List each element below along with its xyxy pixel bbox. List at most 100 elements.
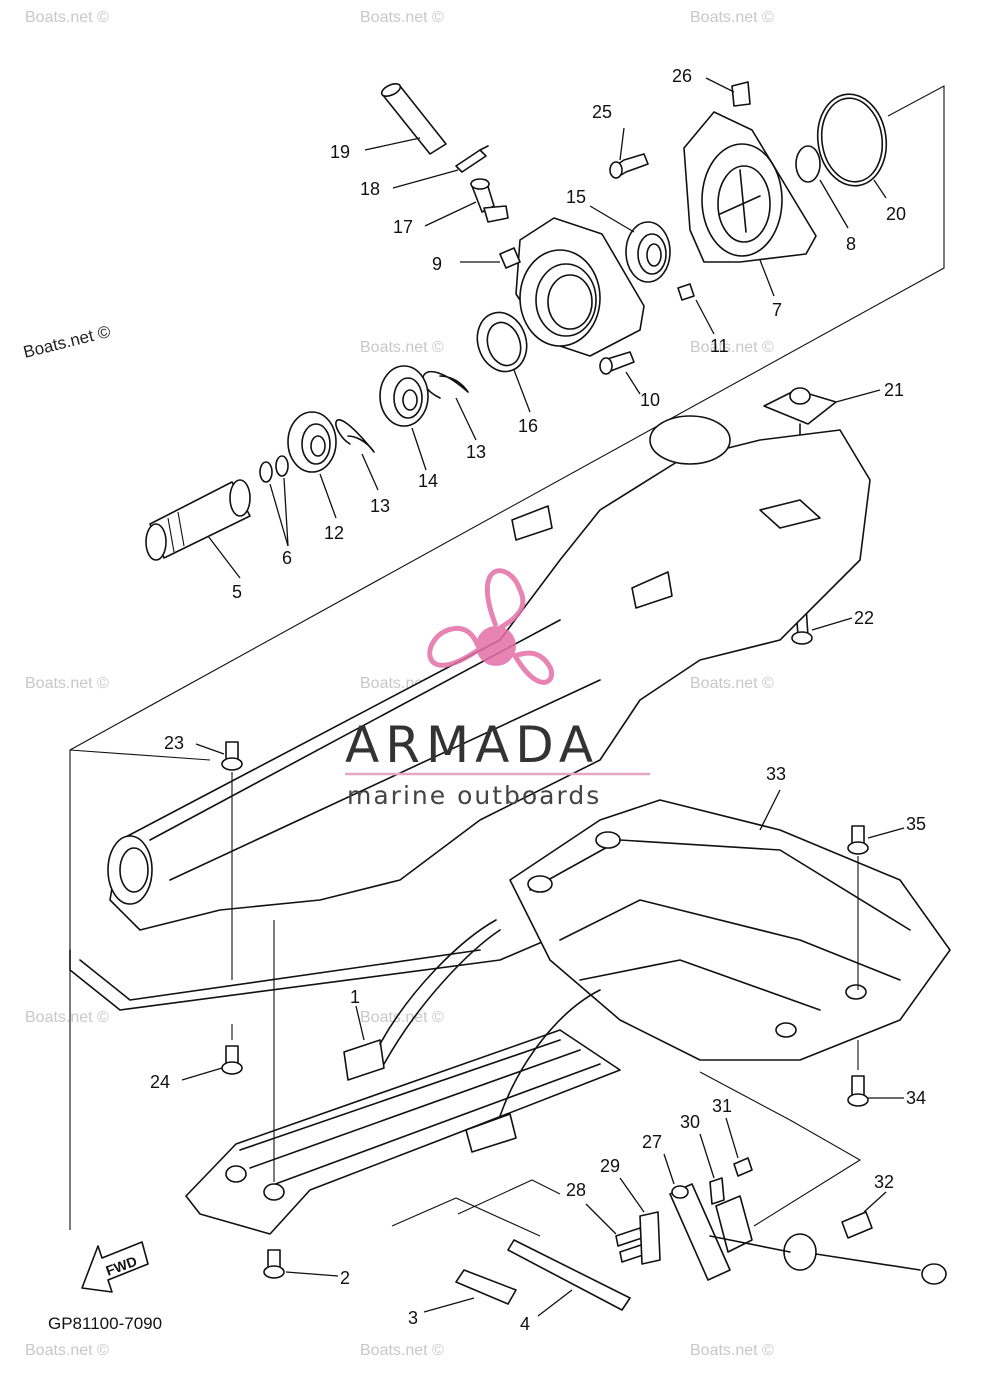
part-12-bearing <box>287 411 337 473</box>
callout-23: 23 <box>164 733 184 753</box>
callout-31: 31 <box>712 1096 732 1116</box>
watermark-text: Boats.net © <box>360 1009 444 1026</box>
ride-plate <box>185 920 621 1235</box>
part-33-intake-grate <box>509 799 951 1061</box>
part-13-circlip <box>335 370 469 453</box>
callout-19: 19 <box>330 142 350 162</box>
part-5-drive-shaft <box>145 479 251 561</box>
intake-duct-housing <box>69 415 871 1011</box>
fwd-arrow: FWD <box>81 1241 149 1293</box>
callout-22: 22 <box>854 608 874 628</box>
callout-7: 7 <box>772 300 782 320</box>
callout-17: 17 <box>393 217 413 237</box>
callout-15: 15 <box>566 187 586 207</box>
part-19-pin <box>380 83 447 155</box>
frame-line <box>69 85 945 1230</box>
callout-3: 3 <box>408 1308 418 1328</box>
part-1-plate <box>343 919 501 1081</box>
callout-21: 21 <box>884 380 904 400</box>
part-10-bolt <box>599 351 635 375</box>
part-16-seal <box>476 311 528 373</box>
callout-1: 1 <box>350 987 360 1007</box>
watermark-text: Boats.net © <box>360 339 444 356</box>
callout-30: 30 <box>680 1112 700 1132</box>
callout-9: 9 <box>432 254 442 274</box>
part-24-bolt <box>221 1024 243 1075</box>
callout-4: 4 <box>520 1314 530 1334</box>
frame-line <box>69 749 211 761</box>
part-2-bolt <box>263 1249 285 1279</box>
part-14-bearing <box>379 365 429 427</box>
part-26-clip <box>731 81 751 107</box>
part-4-strip <box>507 1239 631 1311</box>
propeller-blade-icon <box>511 650 555 685</box>
leader-lines <box>181 77 905 1317</box>
part-27-bracket <box>669 1183 753 1281</box>
watermark-text: Boats.net © <box>690 675 774 692</box>
watermark-text: Boats.net © <box>25 1009 109 1026</box>
part-31-nut <box>733 1157 753 1177</box>
callout-16: 16 <box>518 416 538 436</box>
callout-33: 33 <box>766 764 786 784</box>
watermark-text: Boats.net © <box>360 9 444 26</box>
callout-25: 25 <box>592 102 612 122</box>
brand-subtitle: marine outboards <box>347 781 601 810</box>
part-15-bearing <box>625 221 671 283</box>
callout-26: 26 <box>672 66 692 86</box>
callout-13: 13 <box>466 442 486 462</box>
part-23-bolt <box>221 741 243 980</box>
propeller-blade-icon <box>427 626 481 668</box>
part-18-grease-nipple <box>455 145 489 173</box>
watermark-text: Boats.net © <box>25 1342 109 1359</box>
part-17-bolt <box>470 178 509 223</box>
strip-leaders <box>391 1179 561 1237</box>
watermark-text: Boats.net © <box>25 9 109 26</box>
callout-10: 10 <box>640 390 660 410</box>
callout-32: 32 <box>874 1172 894 1192</box>
part-6-o-ring <box>259 455 289 483</box>
part-34-bolt <box>847 1040 869 1107</box>
part-29-washer <box>639 1211 661 1265</box>
part-20-o-ring <box>816 93 888 187</box>
part-7-housing <box>683 111 817 263</box>
callout-29: 29 <box>600 1156 620 1176</box>
part-30-plate <box>709 1177 725 1205</box>
watermark-text: Boats.net © <box>690 1342 774 1359</box>
callout-11: 11 <box>710 336 729 356</box>
watermark-text: Boats.net © <box>690 9 774 26</box>
callout-34: 34 <box>906 1088 926 1108</box>
watermark-main-text: Boats.net © <box>21 322 112 362</box>
part-9-bearing-housing <box>499 217 645 357</box>
callout-labels: 1 2 3 4 5 6 7 8 9 10 11 12 13 13 14 15 1… <box>150 66 926 1334</box>
callout-35: 35 <box>906 814 926 834</box>
bracket-leaders <box>699 1071 862 1227</box>
callout-12: 12 <box>324 523 344 543</box>
callout-13: 13 <box>370 496 390 516</box>
callout-14: 14 <box>418 471 438 491</box>
part-11-dowel <box>677 283 695 301</box>
diagram-code: GP81100-7090 <box>48 1314 162 1333</box>
propeller-hub-icon <box>476 626 516 666</box>
callout-20: 20 <box>886 204 906 224</box>
explode-frame <box>69 85 945 1230</box>
callout-18: 18 <box>360 179 380 199</box>
watermark-text: Boats.net © <box>360 1342 444 1359</box>
propeller-blade-icon <box>484 568 526 631</box>
callout-24: 24 <box>150 1072 170 1092</box>
part-35-bolt <box>847 825 869 990</box>
part-8-o-ring <box>795 145 821 183</box>
watermark-text: Boats.net © <box>25 675 109 692</box>
brand-name: ARMADA <box>345 716 599 774</box>
callout-6: 6 <box>282 548 292 568</box>
callout-28: 28 <box>566 1180 586 1200</box>
callout-2: 2 <box>340 1268 350 1288</box>
part-32-collar <box>841 1211 873 1239</box>
callout-27: 27 <box>642 1132 662 1152</box>
part-25-bolt <box>609 153 649 179</box>
cable-fitting <box>709 1233 947 1285</box>
armada-logo: ARMADA marine outboards <box>345 568 650 810</box>
callout-5: 5 <box>232 582 242 602</box>
watermark-text: Boats.net © <box>690 339 774 356</box>
